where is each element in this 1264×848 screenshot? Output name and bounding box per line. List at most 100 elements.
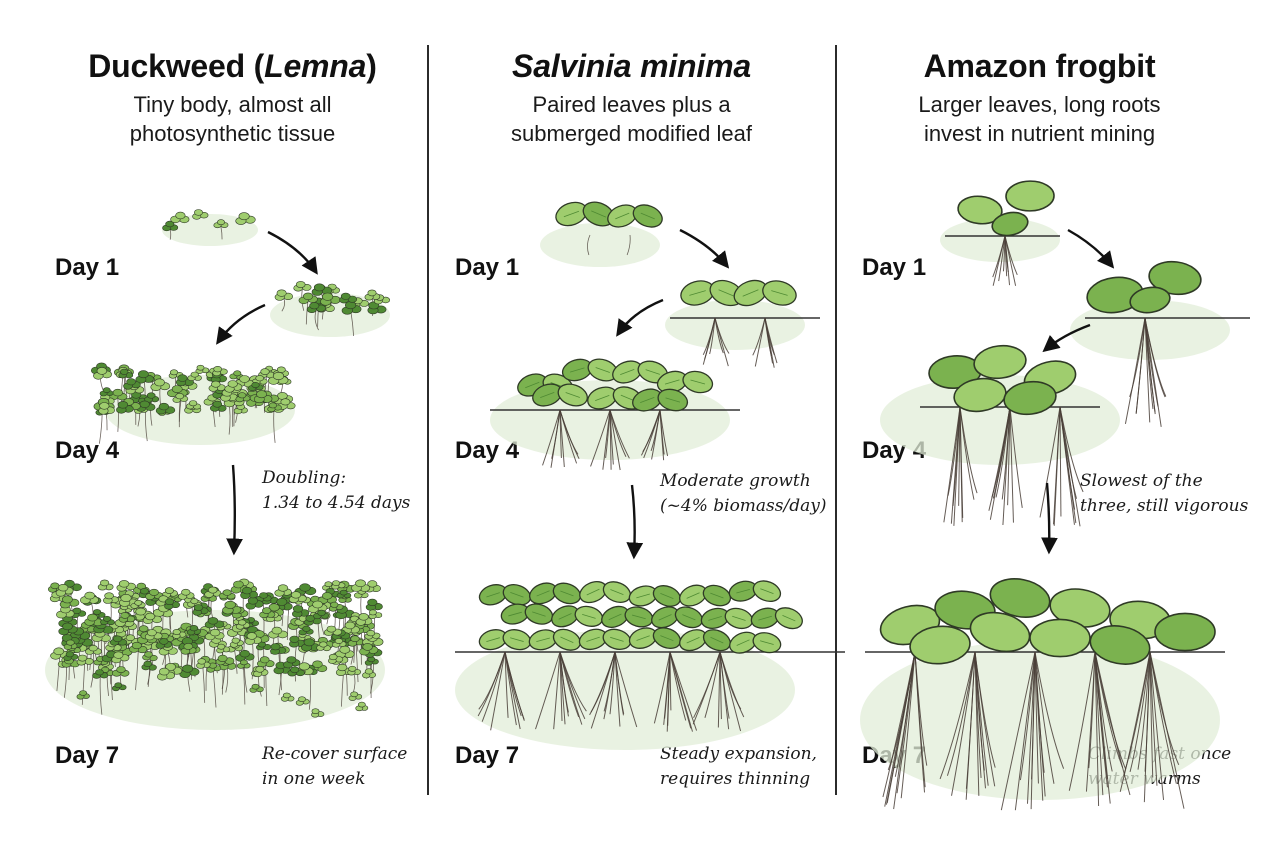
duckweed-frond — [120, 612, 130, 619]
duckweed-frond — [350, 691, 359, 698]
root-strand — [1001, 406, 1011, 500]
duckweed-frond — [197, 658, 206, 665]
duckweed-frond — [239, 659, 248, 666]
duckweed-frond — [366, 629, 376, 637]
duckweed-frond — [102, 615, 112, 622]
duckweed-frond — [309, 302, 320, 310]
duckweed-frond — [159, 667, 170, 676]
duckweed-frond — [125, 634, 135, 642]
column-salvinia: Salvinia minima Paired leaves plus a sub… — [429, 0, 834, 848]
day-label: Day 1 — [55, 254, 120, 281]
root-strand — [559, 651, 587, 712]
duckweed-frond — [112, 388, 124, 397]
duckweed-frond — [231, 637, 240, 644]
root-strand — [959, 406, 978, 494]
frogbit-leaf — [1148, 260, 1202, 296]
root-strand — [90, 652, 95, 688]
duckweed-frond — [290, 666, 300, 674]
root-strand — [719, 651, 730, 730]
duckweed-frond — [280, 398, 291, 406]
column-subtitle: Paired leaves plus a submerged modified … — [511, 92, 752, 146]
arrow-icon — [679, 228, 730, 269]
duckweed-frond — [260, 368, 270, 375]
duckweed-frond — [292, 605, 304, 613]
duckweed-frond — [268, 603, 280, 612]
root-strand — [504, 651, 509, 718]
salvinia-leaf-vein — [742, 289, 759, 297]
growth-note: Moderate growth(~4% biomass/day) — [660, 471, 827, 516]
root-strand — [669, 651, 692, 729]
root-strand — [147, 658, 151, 687]
duckweed-frond — [131, 641, 142, 650]
root-strand — [914, 651, 926, 788]
duckweed-frond — [302, 625, 311, 632]
root-strand — [1007, 406, 1011, 506]
arrow-icon — [1042, 323, 1091, 353]
root-strand — [1034, 651, 1065, 769]
duckweed-frond — [146, 392, 156, 399]
column-title: Amazon frogbit — [923, 48, 1156, 84]
root-strand — [81, 662, 86, 705]
frogbit-leaf — [991, 211, 1029, 237]
root-strand — [1144, 317, 1156, 413]
root-strand — [714, 317, 729, 367]
duckweed-frond — [177, 374, 188, 382]
duckweed-frond — [239, 375, 250, 383]
duckweed-frond — [282, 692, 291, 699]
frogbit-leaf — [1089, 625, 1151, 665]
duckweed-frond — [145, 612, 156, 621]
frogbit-leaf — [1003, 380, 1057, 416]
root-strand — [243, 666, 246, 705]
salvinia-leaf-vein — [736, 639, 750, 646]
duckweed-frond — [126, 378, 136, 386]
salvinia-leaf-vein — [736, 588, 750, 594]
duckweed-frond — [317, 609, 326, 617]
duckweed-frond — [233, 580, 244, 589]
frogbit-leaf — [989, 578, 1051, 618]
duckweed-frond — [367, 289, 377, 297]
duckweed-frond — [322, 292, 334, 301]
salvinia-leaf-vein — [532, 611, 546, 617]
root-strand — [1059, 406, 1084, 493]
salvinia-leaf-vein — [636, 635, 650, 641]
day-label: Day 4 — [55, 437, 120, 464]
root-strand — [1144, 317, 1151, 423]
root-strand — [589, 651, 616, 716]
root-strand — [559, 651, 569, 717]
column-divider — [427, 45, 429, 795]
salvinia-leaf-vein — [508, 611, 522, 617]
root-strand — [896, 651, 916, 794]
root-strand — [490, 651, 506, 731]
duckweed-frond — [165, 663, 176, 671]
duckweed-frond — [237, 392, 247, 399]
root-strand — [719, 651, 742, 732]
root-strand — [504, 651, 525, 720]
salvinia-leaf-vein — [540, 391, 555, 399]
duckweed-frond — [159, 638, 169, 645]
duckweed-frond — [114, 682, 123, 689]
duckweed-frond — [104, 592, 114, 600]
salvinia-leaf-vein — [608, 613, 622, 621]
duckweed-frond — [367, 598, 378, 607]
water-wash — [455, 630, 795, 750]
root-strand — [951, 651, 976, 796]
root-strand — [754, 317, 766, 367]
duckweed-frond — [276, 598, 288, 606]
root-strand — [1068, 651, 1096, 791]
column-subtitle: Tiny body, almost all photosynthetic tis… — [129, 92, 336, 146]
duckweed-frond — [313, 283, 325, 292]
root-strand — [99, 412, 103, 444]
duckweed-frond — [213, 366, 222, 373]
duckweed-frond — [298, 662, 310, 671]
day-label: Day 1 — [455, 254, 520, 281]
salvinia-leaf-vein — [591, 210, 607, 218]
root-strand — [220, 226, 223, 240]
duckweed-frond — [298, 696, 306, 703]
salvinia-leaf-vein — [760, 588, 774, 595]
root-strand — [1094, 651, 1100, 807]
root-strand — [559, 409, 562, 459]
duckweed-frond — [262, 607, 272, 614]
salvinia-leaf-vein — [525, 381, 540, 389]
root-strand — [308, 672, 312, 710]
